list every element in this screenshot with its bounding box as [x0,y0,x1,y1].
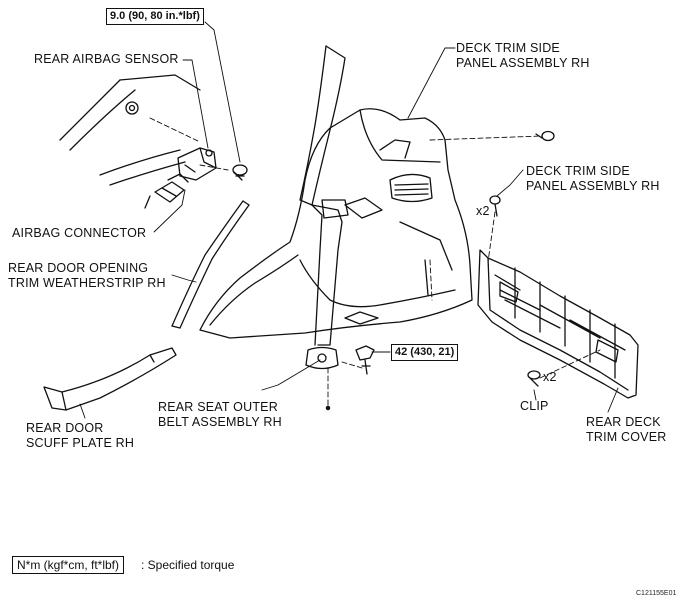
figure-id: C121155E01 [636,590,677,597]
side-panel-screw-mid [489,195,501,217]
scuff-plate-part [43,347,177,411]
label-deck-side-top-line1: DECK TRIM SIDE [456,41,560,55]
legend-unit-text: : Specified torque [141,558,235,572]
label-deck-cover-line1: REAR DECK [586,415,661,429]
label-deck-side-mid-line2: PANEL ASSEMBLY RH [526,179,660,193]
label-belt-line2: BELT ASSEMBLY RH [158,415,282,429]
clip-part [527,370,541,387]
belt-anchor-bolt-part [355,345,375,375]
legend-unit-box: N*m (kgf*cm, ft*lbf) [12,556,125,574]
weatherstrip-part [171,200,250,329]
label-deck-cover-line2: TRIM COVER [586,430,667,444]
torque-box-belt-anchor: 42 (430, 21) [391,344,459,361]
label-scuff-line2: SCUFF PLATE RH [26,436,135,450]
leader-lines [79,21,619,419]
quarter-trim-panel-part [199,108,473,339]
label-airbag-connector: AIRBAG CONNECTOR [12,226,147,240]
label-qty-clip: x2 [543,370,557,384]
torque-box-upper-bolt: 9.0 (90, 80 in.*lbf) [106,8,204,25]
alignment-dashed-lines [149,117,601,406]
label-scuff-line1: REAR DOOR [26,421,104,435]
label-clip: CLIP [520,399,549,413]
label-weatherstrip-line2: TRIM WEATHERSTRIP RH [8,276,166,290]
label-qty-screw: x2 [476,204,490,218]
sensor-bolt-part [232,164,248,181]
label-rear-airbag-sensor: REAR AIRBAG SENSOR [34,52,179,66]
label-deck-side-top-line2: PANEL ASSEMBLY RH [456,56,590,70]
airbag-connector-part [144,173,189,209]
label-belt-line1: REAR SEAT OUTER [158,400,278,414]
label-weatherstrip-line1: REAR DOOR OPENING [8,261,149,275]
label-deck-side-mid-line1: DECK TRIM SIDE [526,164,630,178]
seat-belt-part [299,45,349,370]
small-markers [325,405,331,411]
body-pillar-lines [59,74,201,186]
rear-deck-trim-cover-part [477,249,639,399]
rear-airbag-sensor-part [177,147,217,181]
